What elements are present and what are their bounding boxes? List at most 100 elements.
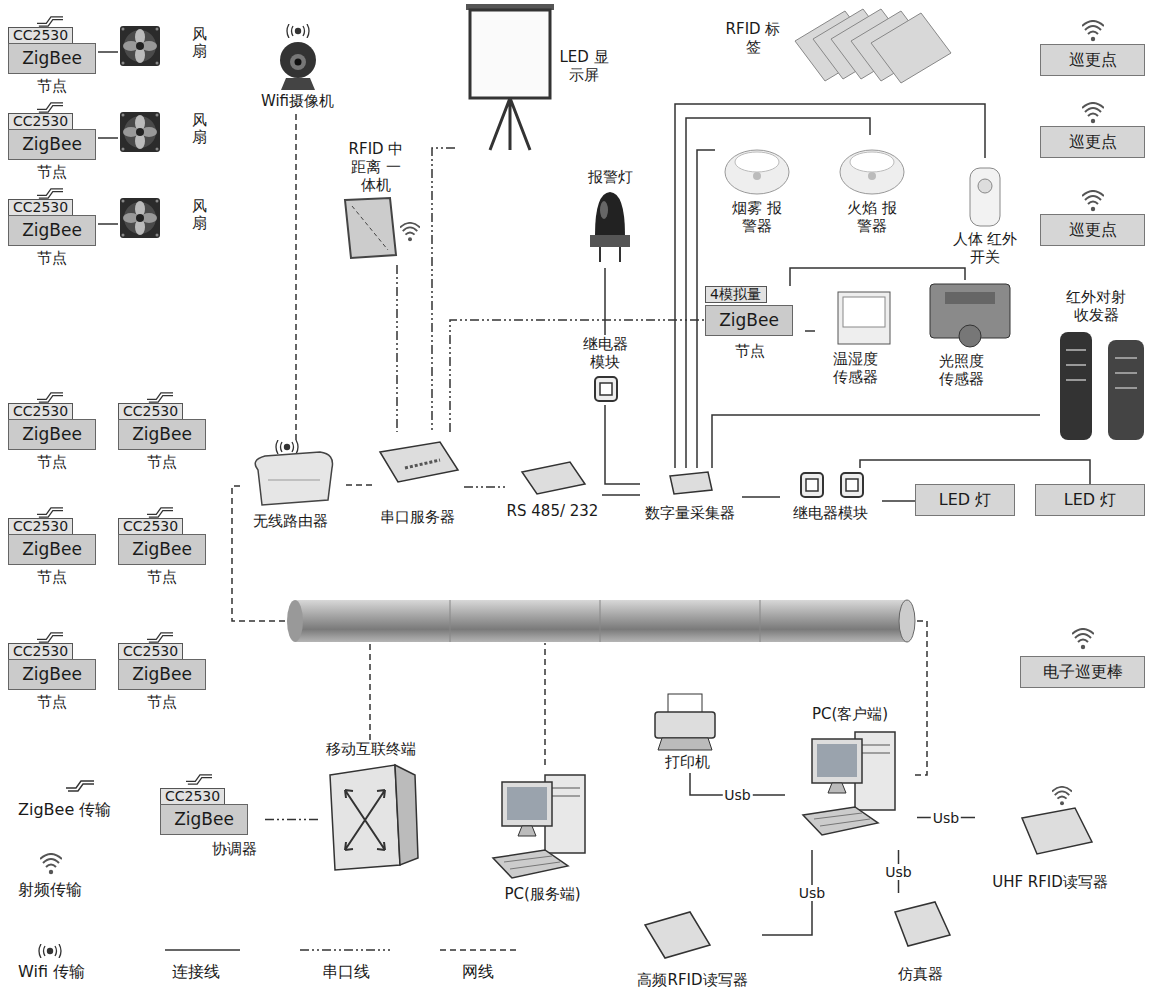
detector-icon <box>850 152 894 172</box>
zigbee-icon <box>147 508 173 517</box>
legend-entry: 网线 <box>462 962 494 983</box>
node-label: 烟雾 报警器 <box>731 199 783 235</box>
node-label: 节点 <box>705 342 795 360</box>
pipe-bus <box>287 600 915 642</box>
connector <box>604 268 606 335</box>
node-label: LED 灯 <box>915 484 1015 516</box>
legend-text: 网线 <box>462 962 494 981</box>
node-label: ZigBee <box>8 215 96 246</box>
rf-icon <box>1082 191 1104 211</box>
node-label: 节点 <box>8 77 96 95</box>
network-wire <box>369 643 371 740</box>
node-label: 温湿度 传感器 <box>829 350 881 386</box>
peripheral-icon <box>668 694 702 714</box>
terminal-icon <box>330 765 400 870</box>
device-node: RFID 标签 <box>725 2 970 94</box>
legend-sample <box>300 949 390 951</box>
legend-entry: Wifi 传输 <box>18 962 85 983</box>
screen-icon <box>470 10 550 98</box>
node-label: 无线路由器 <box>240 512 340 530</box>
node-label: ZigBee <box>118 419 206 450</box>
legend-entry: ZigBee 传输 <box>18 800 111 821</box>
device-node: 移动互联终端 <box>318 740 425 875</box>
device-node: 打印机 <box>640 685 737 773</box>
relay-icon <box>595 377 617 401</box>
node-label: Wifi摄像机 <box>250 92 345 110</box>
camera-icon <box>295 59 302 66</box>
node-label: 报警灯 <box>568 168 653 186</box>
node-label: UHF RFID读写器 <box>975 873 1125 891</box>
node-label: 高频RFID读写器 <box>625 971 760 989</box>
node-label: 移动互联终端 <box>318 740 423 758</box>
rf-icon <box>1082 21 1104 41</box>
device-node: CC2530ZigBee节点 <box>118 505 208 588</box>
node-label: 继电器模块 <box>780 504 880 522</box>
device-node: Wifi摄像机 <box>250 22 347 114</box>
fan-icon <box>120 112 160 152</box>
connector <box>98 51 118 53</box>
connector <box>860 460 1090 484</box>
alarm-lamp-icon <box>590 192 630 262</box>
legend-text: 射频传输 <box>18 880 82 899</box>
device-node: CC2530ZigBee节点 <box>8 505 98 588</box>
device-node: 数字量采集器 <box>640 468 742 526</box>
device-node: 风扇 <box>118 196 213 252</box>
legend-text: 串口线 <box>322 962 370 981</box>
node-label: 节点 <box>8 693 96 711</box>
peripheral-icon <box>645 694 1092 958</box>
node-label: 串口服务器 <box>372 508 462 526</box>
device-node: CC2530ZigBee协调器 <box>155 772 265 867</box>
node-label: CC2530 <box>8 518 73 535</box>
device-node: 风扇 <box>118 24 213 80</box>
rfid-reader-icon <box>345 198 396 258</box>
sensor-icon <box>1108 340 1144 440</box>
zigbee-icon <box>66 781 94 791</box>
device-node: 巡更点 <box>1040 190 1147 248</box>
node-label: RFID 标签 <box>725 20 781 56</box>
device-node: RFID 中距离 一体机 <box>330 140 422 265</box>
rfid-tag-icon <box>795 9 951 83</box>
computer-icon <box>493 775 585 878</box>
device-node: 串口服务器 <box>372 432 464 530</box>
connector <box>790 268 965 286</box>
node-label: 光照度 传感器 <box>935 352 987 388</box>
detector-icon <box>970 168 1000 226</box>
network-wire <box>544 643 546 765</box>
network-device-icon <box>380 442 458 482</box>
rf-icon <box>40 21 1104 874</box>
device-node: PC(服务端) <box>480 765 607 905</box>
device-node: 光照度 传感器 <box>915 280 1015 392</box>
node-label: 节点 <box>8 568 96 586</box>
connector <box>98 223 118 225</box>
node-label: 巡更点 <box>1040 126 1145 158</box>
device-node: UHF RFID读写器 <box>975 785 1127 895</box>
node-label: 巡更点 <box>1040 214 1145 246</box>
pipe-bus <box>295 600 907 642</box>
node-label: 节点 <box>118 568 206 586</box>
device-node: CC2530ZigBee节点 <box>118 390 208 473</box>
sensor-icon <box>959 325 981 347</box>
wifi-icon <box>276 440 298 454</box>
peripheral-icon <box>645 912 710 958</box>
node-label: 仿真器 <box>880 965 960 983</box>
network-device-icon <box>670 472 712 494</box>
device-node: 继电器模块 <box>780 468 882 526</box>
pipe-bus <box>287 600 303 642</box>
network-device-icon <box>405 460 440 468</box>
node-label: CC2530 <box>8 403 73 420</box>
camera-icon <box>290 54 306 70</box>
zigbee-icon <box>37 189 63 198</box>
node-label: CC2530 <box>8 199 73 216</box>
terminal-icon <box>330 765 418 870</box>
network-wire <box>232 486 927 775</box>
zigbee-icon <box>37 633 63 642</box>
node-label: PC(服务端) <box>480 885 605 903</box>
node-label: 电子巡更棒 <box>1020 656 1145 688</box>
legend-entry: 串口线 <box>322 962 370 983</box>
edge-label: Usb <box>883 864 913 880</box>
node-label: 继电器 模块 <box>580 335 630 371</box>
device-node: 风扇 <box>118 110 213 166</box>
computer-icon <box>493 732 895 878</box>
device-node: CC2530ZigBee节点 <box>118 630 208 713</box>
edge-label: Usb <box>931 810 961 826</box>
